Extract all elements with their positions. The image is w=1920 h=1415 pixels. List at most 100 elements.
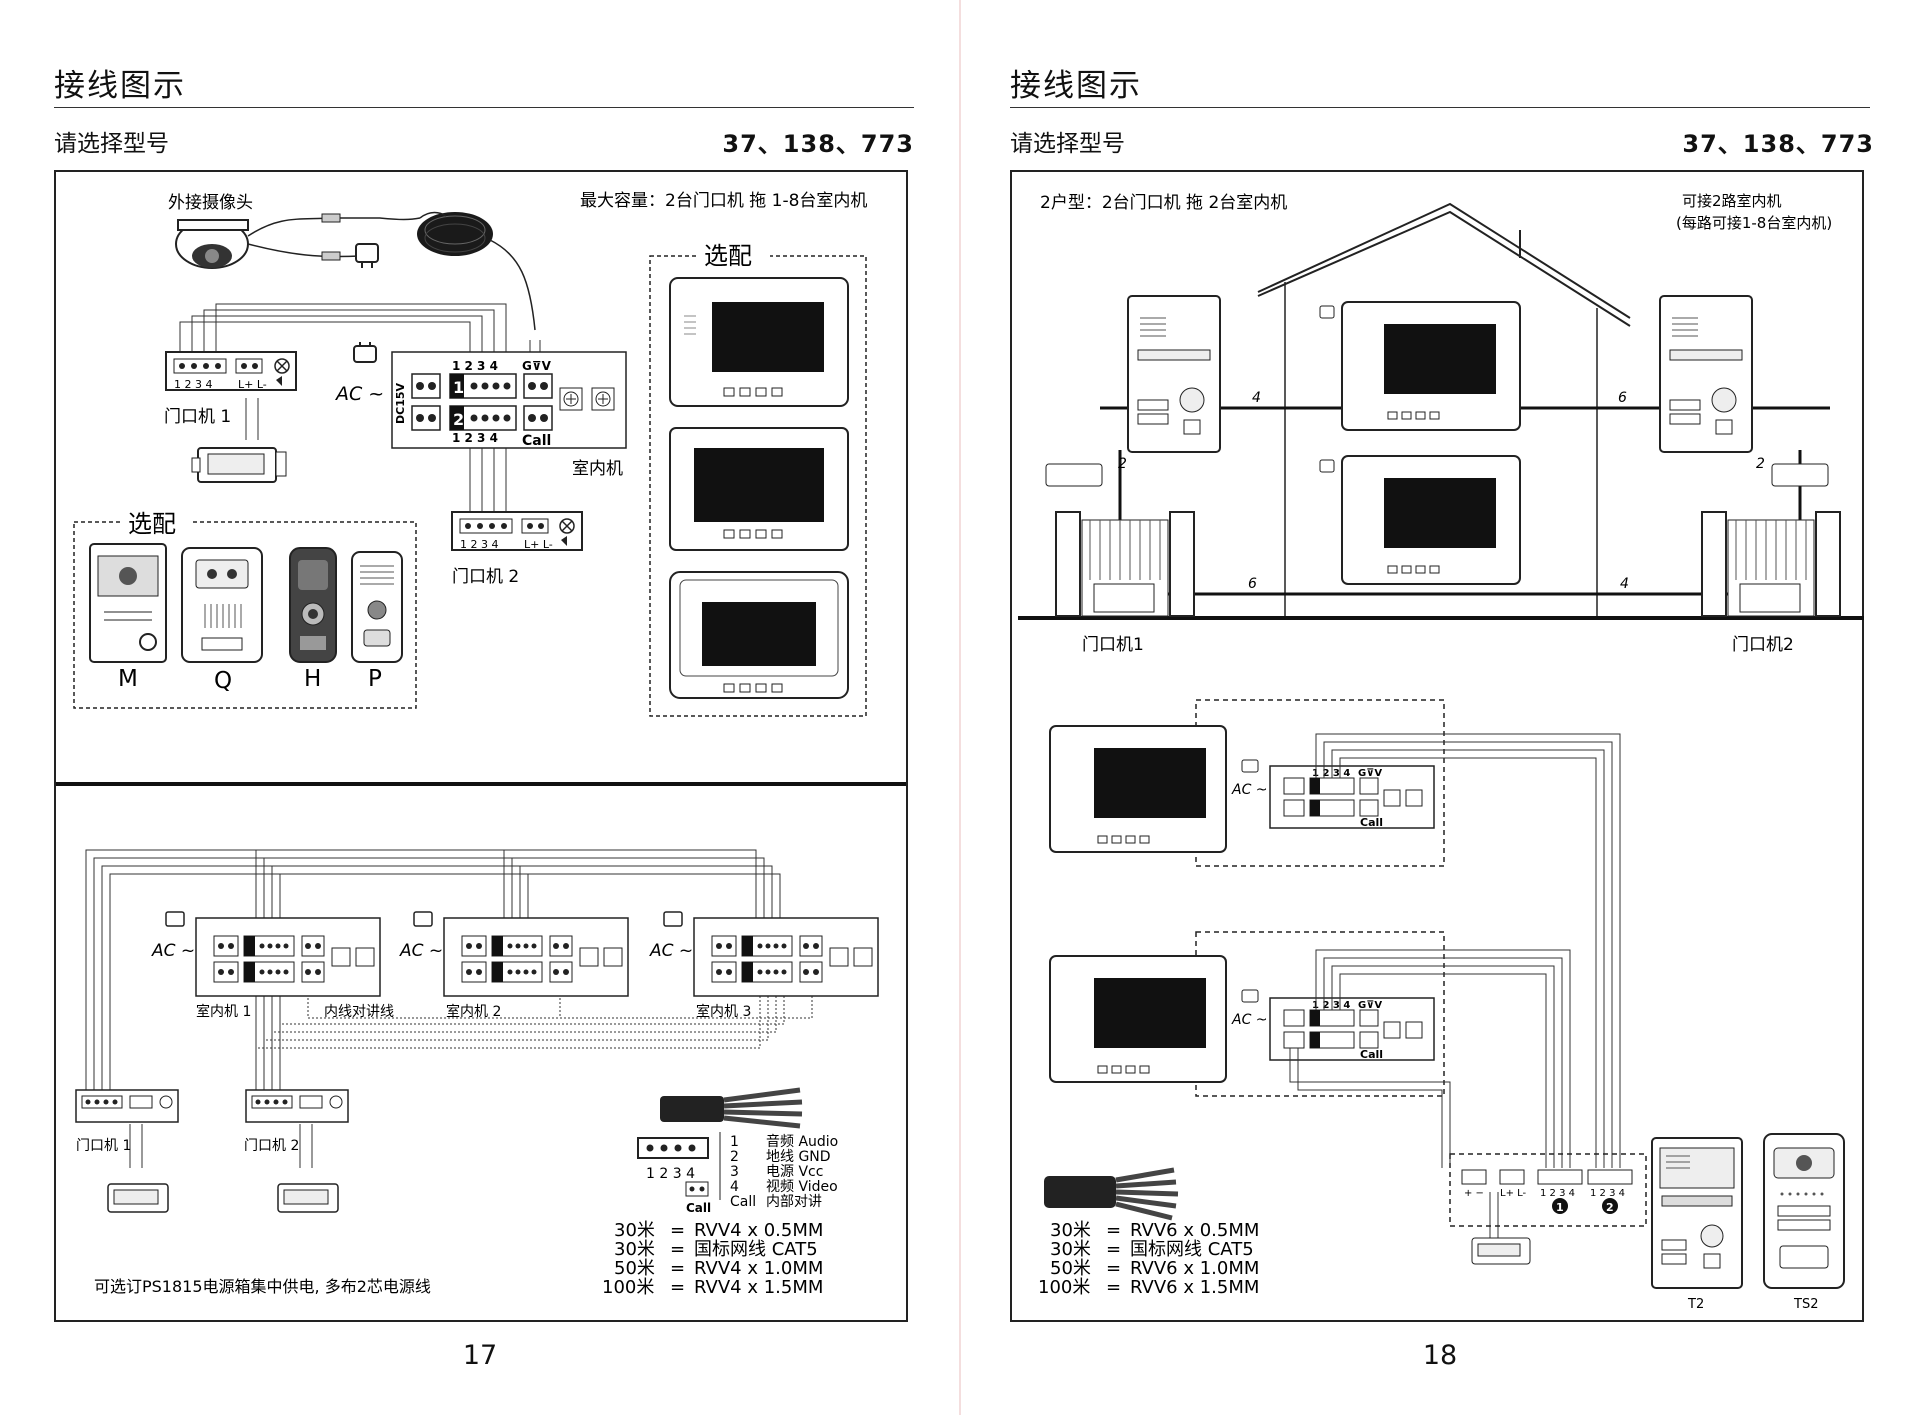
cable-bundle-icon	[1044, 1167, 1179, 1221]
legend-n-3: 3	[730, 1164, 739, 1180]
cable-spec-1: RVV4 x 0.5MM	[694, 1220, 823, 1241]
call-label: Call	[522, 433, 551, 449]
lower-ac-adapters	[165, 911, 683, 927]
svg-text:2: 2	[453, 410, 464, 429]
wire-count-6a: 6	[1618, 390, 1627, 406]
ac-label-1: AC ~	[1231, 782, 1268, 798]
door1-terminal	[165, 351, 297, 391]
cable-eq-2: =	[670, 1239, 685, 1260]
legend-n-2: 2	[730, 1149, 739, 1165]
door2-label: 门口机2	[1732, 635, 1794, 655]
ac-label: AC ~	[334, 383, 384, 405]
door2-lpm: L+ L-	[524, 538, 553, 551]
gv-a: G⊽V	[1358, 768, 1382, 779]
door2-terminal	[451, 511, 583, 551]
cable-eq-4: =	[1106, 1277, 1121, 1298]
page-gutter	[959, 0, 961, 1415]
door1-1234: 1 2 3 4	[174, 378, 212, 391]
cable-spec-1: RVV6 x 0.5MM	[1130, 1220, 1259, 1241]
can-connect-sub: (每路可接1-8台室内机)	[1676, 214, 1832, 232]
can-connect-label: 可接2路室内机	[1682, 192, 1782, 210]
call-b: Call	[1360, 1048, 1383, 1061]
cable-len-4: 100米	[1038, 1277, 1090, 1298]
circle-2: 2	[1606, 1201, 1614, 1214]
cable-eq-1: =	[1106, 1220, 1121, 1241]
page-17: 接线图示 请选择型号 37、138、773 外接摄像头 最大容量：2台门口机	[54, 68, 914, 1371]
legend-t-4: 视频 Video	[766, 1179, 838, 1195]
optional-monitor-label: 选配	[704, 242, 752, 270]
cable-len-2: 30米	[1050, 1239, 1091, 1260]
legend-t-5: 内部对讲	[766, 1194, 822, 1210]
ac-adapter-icon	[353, 342, 377, 363]
svg-text:1: 1	[453, 378, 464, 397]
distribution-terminals	[1461, 1169, 1633, 1214]
indoor-terminal-1	[1269, 765, 1435, 829]
box-1234-a: 1 2 3 4	[1540, 1188, 1575, 1199]
term-1234-b: 1 2 3 4	[1312, 1000, 1350, 1011]
door1-label: 门口机 1	[164, 407, 231, 427]
cable-len-3: 50米	[1050, 1258, 1091, 1279]
wire-count-2b: 2	[1756, 456, 1765, 472]
type-label: 2户型：2台门口机 拖 2台室内机	[1040, 193, 1287, 213]
call-a: Call	[1360, 816, 1383, 829]
box-pm: + −	[1464, 1188, 1484, 1199]
wire-count-6b: 6	[1248, 576, 1257, 592]
dome-camera-icon	[175, 219, 249, 269]
distribution-box	[1449, 1153, 1647, 1227]
lock-icon	[191, 447, 287, 483]
indoor-terminal-block: DC15V 1 2	[391, 351, 627, 449]
indoor-top-1234: 1 2 3 4	[452, 359, 498, 373]
door1-label: 门口机1	[1082, 635, 1144, 655]
gate-left-icon	[1055, 511, 1195, 617]
model-h: H	[304, 666, 321, 692]
cable-eq-1: =	[670, 1220, 685, 1241]
cable-bundle-icon	[660, 1087, 803, 1129]
indoor-monitor-2	[1049, 955, 1227, 1083]
circle-1: 1	[1556, 1201, 1564, 1214]
gate-right-icon	[1701, 511, 1841, 617]
cable-spec-3: RVV6 x 1.0MM	[1130, 1258, 1259, 1279]
wire-count-2a: 2	[1118, 456, 1127, 472]
section-separator	[56, 782, 906, 786]
cable-len-2: 30米	[614, 1239, 655, 1260]
cable-len-4: 100米	[602, 1277, 654, 1298]
wire-count-4b: 4	[1620, 576, 1629, 592]
door-station-m-icon	[89, 543, 167, 663]
page-number: 18	[1422, 1340, 1458, 1371]
cable-eq-4: =	[670, 1277, 685, 1298]
lower-ac-3: AC ~	[649, 941, 693, 961]
page-title: 接线图示	[1010, 68, 1142, 104]
gv-label: G⊽V	[522, 359, 552, 373]
house-monitor-lower	[1341, 455, 1521, 585]
house-monitor-upper	[1341, 301, 1521, 431]
power-box-note: 可选订PS1815电源箱集中供电, 多布2芯电源线	[94, 1277, 431, 1296]
door-station-left-icon	[1127, 295, 1221, 453]
door-station-ts2-icon	[1763, 1133, 1845, 1289]
indoor-unit-3	[693, 917, 879, 997]
intercom-dashed-wires	[255, 990, 813, 1049]
camera-label: 外接摄像头	[168, 193, 253, 213]
ac-label-2: AC ~	[1231, 1012, 1268, 1028]
legend-t-3: 电源 Vcc	[766, 1164, 823, 1180]
page-number: 17	[462, 1340, 498, 1371]
legend-n-1: 1	[730, 1134, 739, 1150]
legend-1234: 1 2 3 4	[646, 1166, 695, 1182]
model-numbers: 37、138、773	[722, 130, 914, 158]
legend-call: Call	[686, 1201, 711, 1215]
title-rule	[1010, 107, 1870, 108]
model-q: Q	[214, 668, 232, 694]
lower-ac-1: AC ~	[151, 941, 195, 961]
legend-t-1: 音频 Audio	[766, 1133, 838, 1150]
lower-door2-terminal	[245, 1089, 349, 1123]
legend-t-2: 地线 GND	[766, 1149, 831, 1165]
indoor-terminal-2	[1269, 997, 1435, 1061]
t2-label: T2	[1687, 1297, 1704, 1312]
gv-b: G⊽V	[1358, 1000, 1382, 1011]
box-lpm: L+ L-	[1500, 1188, 1527, 1199]
door-station-right-icon	[1659, 295, 1753, 453]
capacity-label: 最大容量：2台门口机 拖 1-8台室内机	[580, 191, 867, 211]
lower-door1-label: 门口机 1	[76, 1138, 131, 1154]
cable-spec-3: RVV4 x 1.0MM	[694, 1258, 823, 1279]
diagram-frame	[54, 170, 908, 1322]
cable-len-1: 30米	[614, 1220, 655, 1241]
